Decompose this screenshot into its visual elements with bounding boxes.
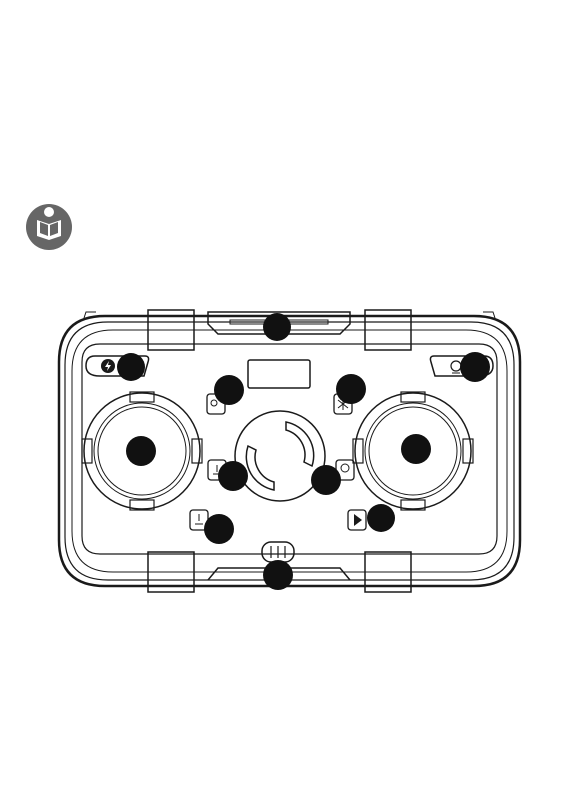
callout-power-button <box>117 353 145 381</box>
callout-right-joystick <box>401 434 431 464</box>
callout-top-antenna <box>263 313 291 341</box>
callout-light-button <box>336 374 366 404</box>
read-manual-icon <box>26 204 72 250</box>
center-dial <box>235 411 325 501</box>
callout-play-button <box>367 504 395 532</box>
callout-landing-button <box>204 514 234 544</box>
callouts <box>117 313 490 590</box>
callout-takeoff-button <box>218 461 248 491</box>
play-button <box>348 510 366 530</box>
callout-camera-button <box>214 375 244 405</box>
callout-left-joystick <box>126 436 156 466</box>
status-display <box>248 360 310 388</box>
callout-gimbal-button <box>311 465 341 495</box>
callout-return-button <box>460 352 490 382</box>
callout-bottom-switch <box>263 560 293 590</box>
